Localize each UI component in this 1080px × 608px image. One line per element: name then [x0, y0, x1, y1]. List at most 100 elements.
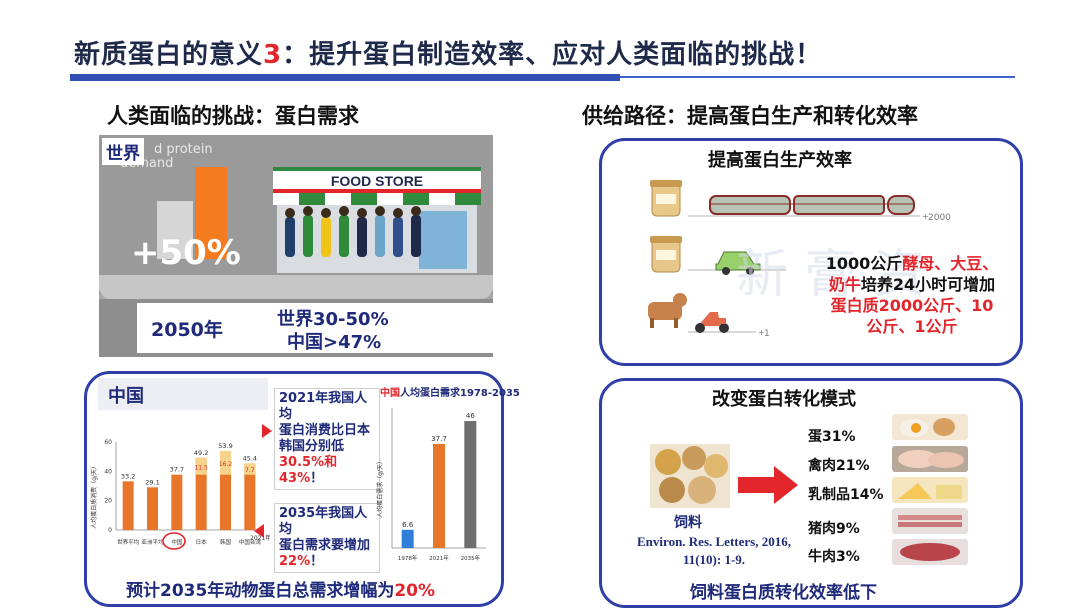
feed-grain-icon	[650, 444, 730, 508]
consumption-bar-top	[244, 463, 256, 475]
consumption-bar	[244, 463, 256, 530]
consumption-bars: 33.2 世界平均 29.1 亚洲平均 37.7 中国 11.5 49.2 日本 16.2 53.9…	[117, 442, 261, 546]
store-sign: FOOD STORE	[331, 173, 423, 189]
note2-arrow	[254, 524, 264, 538]
cow-icon	[648, 293, 687, 328]
consumption-y-tick: 40	[104, 468, 112, 475]
pork-image-icon	[892, 508, 968, 534]
awning	[273, 193, 481, 205]
scooter-scale-label: 1	[764, 329, 770, 339]
dairy-image-icon	[892, 477, 968, 503]
soybean-jar-icon	[650, 236, 682, 273]
china-label: 中国	[108, 386, 144, 407]
scooter-icon	[695, 312, 729, 333]
svg-text:+: +	[922, 212, 929, 221]
background-watermark: 新 膏 资	[736, 245, 925, 305]
forecast-box: 2050年 世界30-50% 中国>47%	[137, 303, 493, 353]
china-trend-chart: 人均蛋白需求（g/天） 6.6 1978年 37.7 2021年 46 2035年	[376, 408, 486, 562]
demand-increase-percent: +50%	[131, 233, 241, 273]
egg-percent: 蛋31%	[808, 429, 856, 445]
consumption-value-label: 53.9	[218, 442, 232, 450]
future-demand-bar	[195, 167, 227, 259]
poultry-percent: 禽肉21%	[808, 458, 870, 474]
consumption-value-label: 49.2	[194, 449, 208, 457]
trend-bar	[401, 529, 414, 548]
poultry-image-icon	[892, 446, 968, 472]
consumption-category-label: 韩国	[220, 538, 232, 546]
trend-bar	[433, 443, 445, 548]
dairy-percent: 乳制品14%	[808, 487, 884, 503]
consumption-y-axis-label: 人均蛋白质消费（g/天）	[90, 463, 98, 529]
consumption-inner-label: 16.2	[219, 461, 233, 468]
production-title: 提高蛋白生产效率	[708, 150, 852, 171]
consumption-y-ticks: 60 40 20 0	[104, 439, 112, 534]
trend-category-label: 2021年	[429, 554, 449, 562]
left-heading: 人类面临的挑战：蛋白需求	[107, 104, 359, 128]
consumption-y-tick: 60	[104, 439, 112, 446]
note1-arrow	[262, 424, 272, 438]
beef-image-icon	[892, 539, 968, 565]
consumption-category-label: 世界平均	[117, 538, 140, 546]
trend-bars: 6.6 1978年 37.7 2021年 46 2035年	[398, 412, 481, 562]
consumption-bar	[171, 474, 183, 530]
current-demand-bar	[157, 201, 193, 259]
yeast-jar-icon	[650, 180, 682, 217]
conversion-arrow-icon	[738, 466, 798, 504]
consumption-inner-label: 11.5	[194, 464, 208, 471]
production-illustration: + 2000 + 1 新 膏 资	[648, 180, 951, 339]
consumption-bar-top	[220, 450, 231, 475]
world-label: 世界	[102, 138, 144, 165]
trend-chart-title: 中国人均蛋白需求1978-2035	[380, 388, 520, 399]
slide-title: 新质蛋白的意义3：提升蛋白制造效率、应对人类面临的挑战！	[74, 34, 822, 71]
consumption-category-label: 中国	[171, 538, 183, 546]
title-number: 3	[263, 40, 283, 70]
pork-percent: 猪肉9%	[808, 521, 860, 537]
china-footer: 预计2035年动物蛋白总需求增幅为20%	[126, 581, 436, 601]
trend-category-label: 2035年	[461, 554, 481, 562]
china-label-box: 中国	[98, 378, 268, 410]
trend-category-label: 1978年	[398, 554, 418, 562]
consumption-value-label: 33.2	[121, 472, 135, 480]
egg-image-icon	[892, 414, 968, 440]
consumption-bar	[122, 481, 134, 530]
consumption-year-note: 2021年	[250, 534, 270, 542]
note-2021-consumption: 2021年我国人均 蛋白消费比日本 韩国分别低 30.5%和43%！	[274, 388, 380, 490]
china-value: 中国>47%	[287, 332, 382, 353]
consumption-category-label: 中国台湾	[239, 538, 262, 546]
consumption-bar-top	[195, 457, 207, 475]
conversion-title: 改变蛋白转化模式	[712, 389, 856, 410]
train-scale-label: 2000	[928, 213, 951, 223]
train-icon	[709, 195, 915, 215]
svg-text:+: +	[758, 328, 765, 337]
consumption-bar	[195, 457, 207, 530]
china-highlight-circle	[162, 532, 186, 550]
consumption-category-label: 日本	[196, 538, 208, 546]
consumption-category-label: 亚洲平均	[141, 538, 164, 546]
trend-value-label: 6.6	[402, 521, 414, 529]
consumption-bar	[220, 450, 231, 530]
right-heading: 供给路径：提高蛋白生产和转化效率	[582, 104, 918, 128]
trend-value-label: 46	[466, 412, 475, 420]
world-range: 世界30-50%	[277, 309, 389, 330]
forecast-year: 2050年	[151, 319, 223, 341]
conversion-footer: 饲料蛋白质转化效率低下	[690, 583, 877, 603]
consumption-value-label: 37.7	[170, 466, 184, 474]
car-icon	[715, 251, 761, 275]
production-description: 1000公斤酵母、大豆、 奶牛培养24小时可增加 蛋白质2000公斤、10 公斤…	[825, 254, 999, 336]
consumption-value-label: 29.1	[145, 478, 159, 486]
trend-y-axis-label: 人均蛋白需求（g/天）	[376, 458, 384, 518]
image-road	[99, 275, 493, 299]
note-2035-demand: 2035年我国人均 蛋白需求要增加 22%！	[274, 503, 380, 573]
consumption-y-tick: 20	[104, 498, 112, 505]
beef-percent: 牛肉3%	[808, 549, 860, 565]
consumption-bar	[147, 487, 158, 530]
citation: Environ. Res. Letters, 2016, 11(10): 1-9…	[637, 534, 791, 567]
trend-value-label: 37.7	[431, 435, 447, 443]
title-suffix: ：提升蛋白制造效率、应对人类面临的挑战！	[282, 40, 823, 70]
consumption-y-tick: 0	[108, 527, 112, 534]
food-store-illustration: FOOD STORE	[273, 167, 481, 273]
trend-bar	[464, 421, 477, 548]
consumption-value-label: 45.4	[243, 454, 257, 462]
queue-people	[285, 206, 421, 257]
